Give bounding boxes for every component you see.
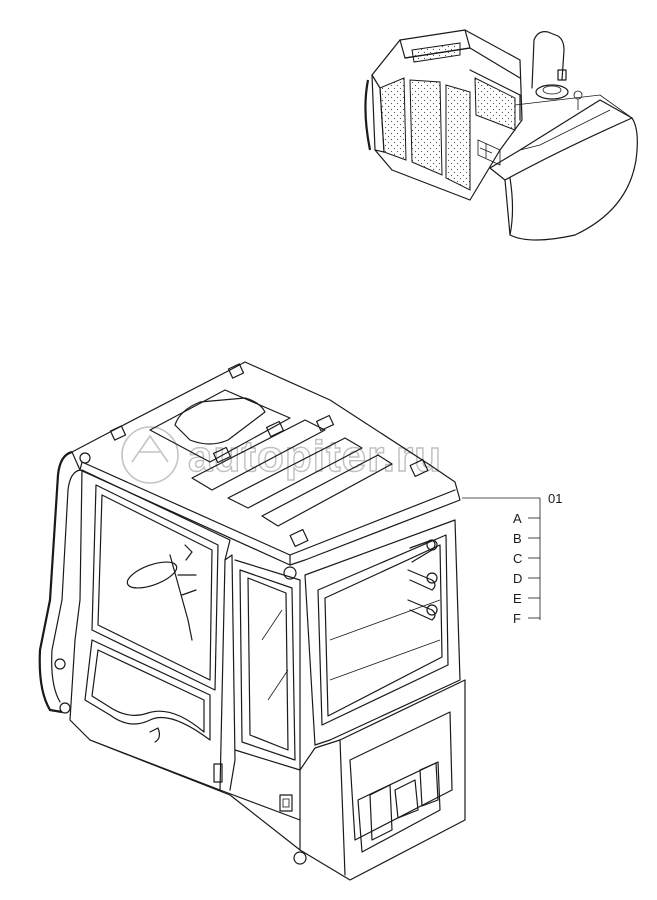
excavator-overview-icon (364, 29, 638, 241)
watermark-text: autopiter.ru (188, 432, 442, 481)
cab-assembly-icon (38, 361, 466, 881)
watermark-logo-icon (121, 426, 179, 484)
sub-part-label-e: E (513, 591, 522, 606)
sub-part-label-a: A (513, 511, 522, 526)
sub-part-label-b: B (513, 531, 522, 546)
sub-part-label-d: D (513, 571, 522, 586)
sub-part-label-c: C (513, 551, 522, 566)
sub-part-label-f: F (513, 611, 521, 626)
part-number-label: 01 (548, 491, 562, 506)
part-callout: 01 A B C D E F (462, 491, 562, 626)
watermark: autopiter.ru (121, 426, 442, 484)
